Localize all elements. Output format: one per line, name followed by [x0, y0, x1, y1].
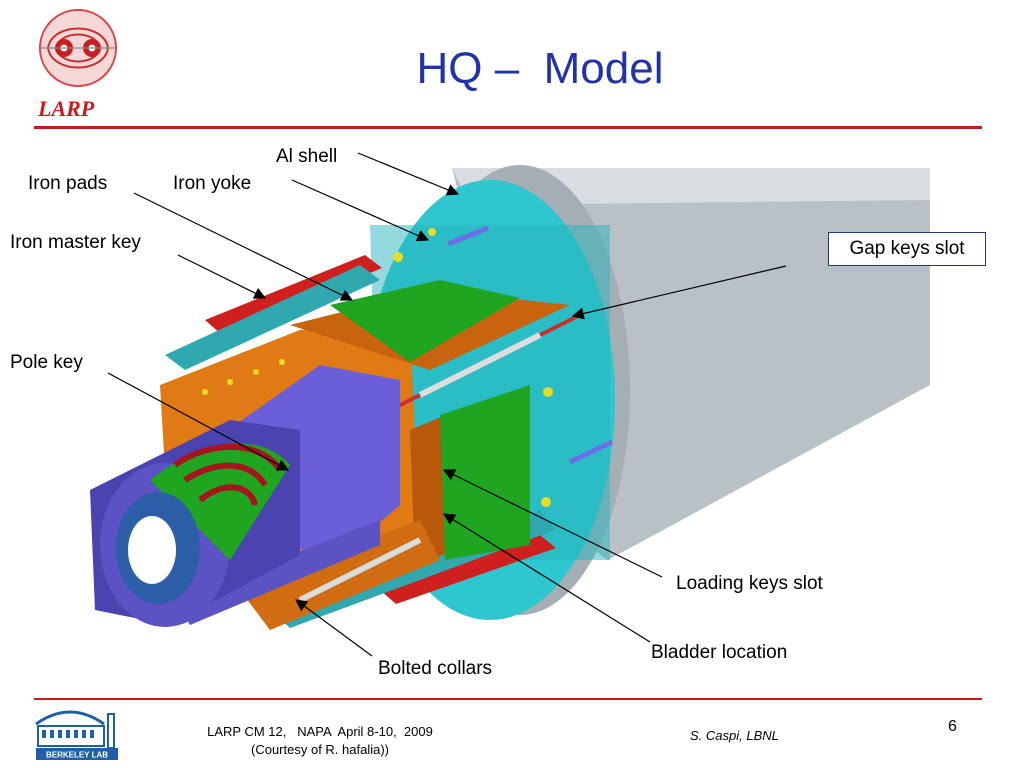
coil [100, 443, 290, 627]
label-loading-keys-slot: Loading keys slot [676, 573, 823, 594]
page-number: 6 [948, 718, 957, 735]
leader-loading-keys-slot [442, 469, 663, 578]
leader-iron-master-key [177, 254, 267, 299]
label-gap-keys-slot: Gap keys slot [849, 238, 965, 259]
larp-logo-text: LARP [38, 96, 95, 121]
label-al-shell: Al shell [276, 146, 338, 167]
label-bladder-location: Bladder location [651, 642, 788, 663]
footer-author: S. Caspi, LBNL [690, 728, 779, 743]
leader-pole-key [107, 372, 290, 471]
label-bolted-collars: Bolted collars [378, 658, 493, 679]
label-iron-yoke: Iron yoke [173, 173, 252, 194]
label-iron-pads: Iron pads [28, 173, 108, 194]
leader-bolted-collars [295, 599, 373, 657]
leader-gap-keys-slot [571, 265, 787, 320]
leader-iron-yoke [291, 179, 430, 242]
footer-conference-line1: LARP CM 12, NAPA April 8-10, 2009 [207, 724, 433, 739]
bladder-pads [330, 280, 530, 560]
leader-iron-pads [133, 192, 354, 301]
header-rule [34, 126, 982, 129]
footer-conference: LARP CM 12, NAPA April 8-10, 2009 (Court… [180, 723, 460, 759]
label-gap-keys-slot-box: Gap keys slot [828, 232, 986, 266]
label-pole-key: Pole key [10, 352, 83, 373]
footer-conference-line2: (Courtesy of R. hafalia)) [251, 742, 389, 757]
leader-al-shell [357, 152, 460, 196]
label-iron-master-key: Iron master key [10, 232, 141, 253]
footer-rule [34, 698, 982, 700]
leader-bladder-location [442, 513, 651, 643]
slide-title: HQ – Model [416, 44, 664, 93]
